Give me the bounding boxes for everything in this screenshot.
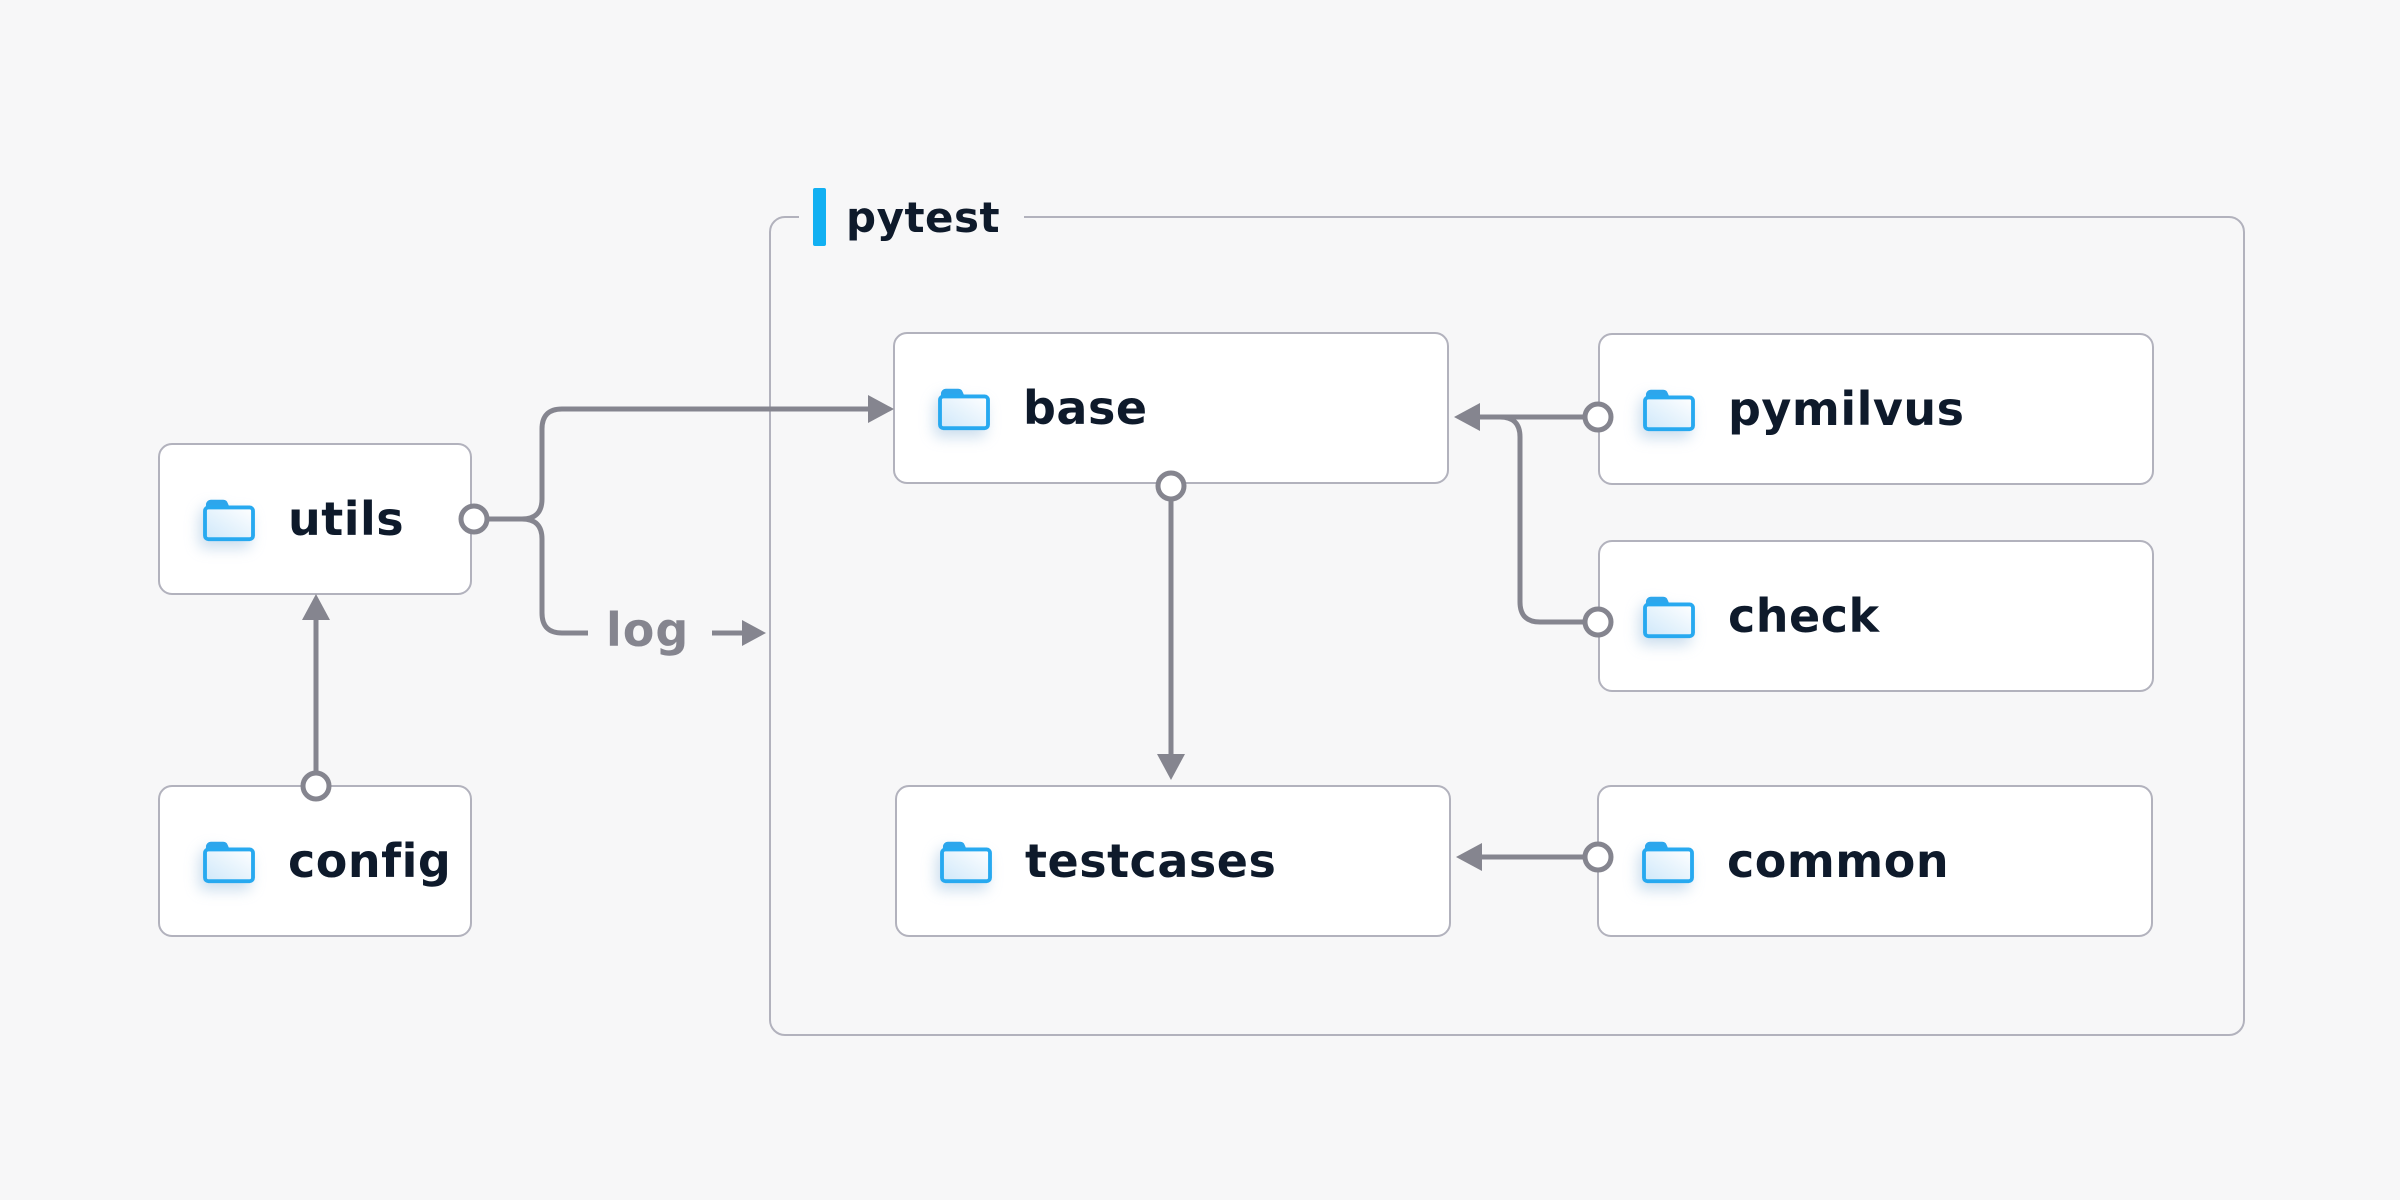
folder-icon [1639, 837, 1697, 885]
node-check: check [1598, 540, 2154, 692]
node-base-label: base [1023, 381, 1148, 435]
folder-icon [1640, 385, 1698, 433]
node-common: common [1597, 785, 2153, 937]
node-config: config [158, 785, 472, 937]
node-pymilvus-label: pymilvus [1728, 382, 1965, 436]
edge-label-log: log [606, 603, 690, 657]
pytest-container: pytest [769, 181, 2245, 1036]
node-common-label: common [1727, 834, 1950, 888]
edge-config-utils [302, 594, 330, 783]
container-title: pytest [846, 192, 1001, 242]
node-testcases: testcases [895, 785, 1451, 937]
node-pymilvus: pymilvus [1598, 333, 2154, 485]
node-utils-label: utils [288, 492, 405, 546]
folder-icon [935, 384, 993, 432]
folder-icon [1640, 592, 1698, 640]
node-utils: utils [158, 443, 472, 595]
node-check-label: check [1728, 589, 1880, 643]
folder-icon [200, 837, 258, 885]
pytest-container-label: pytest [799, 181, 1025, 253]
accent-bar-icon [813, 188, 826, 246]
folder-icon [200, 495, 258, 543]
node-testcases-label: testcases [1025, 834, 1277, 888]
node-base: base [893, 332, 1449, 484]
folder-icon [937, 837, 995, 885]
node-config-label: config [288, 834, 452, 888]
